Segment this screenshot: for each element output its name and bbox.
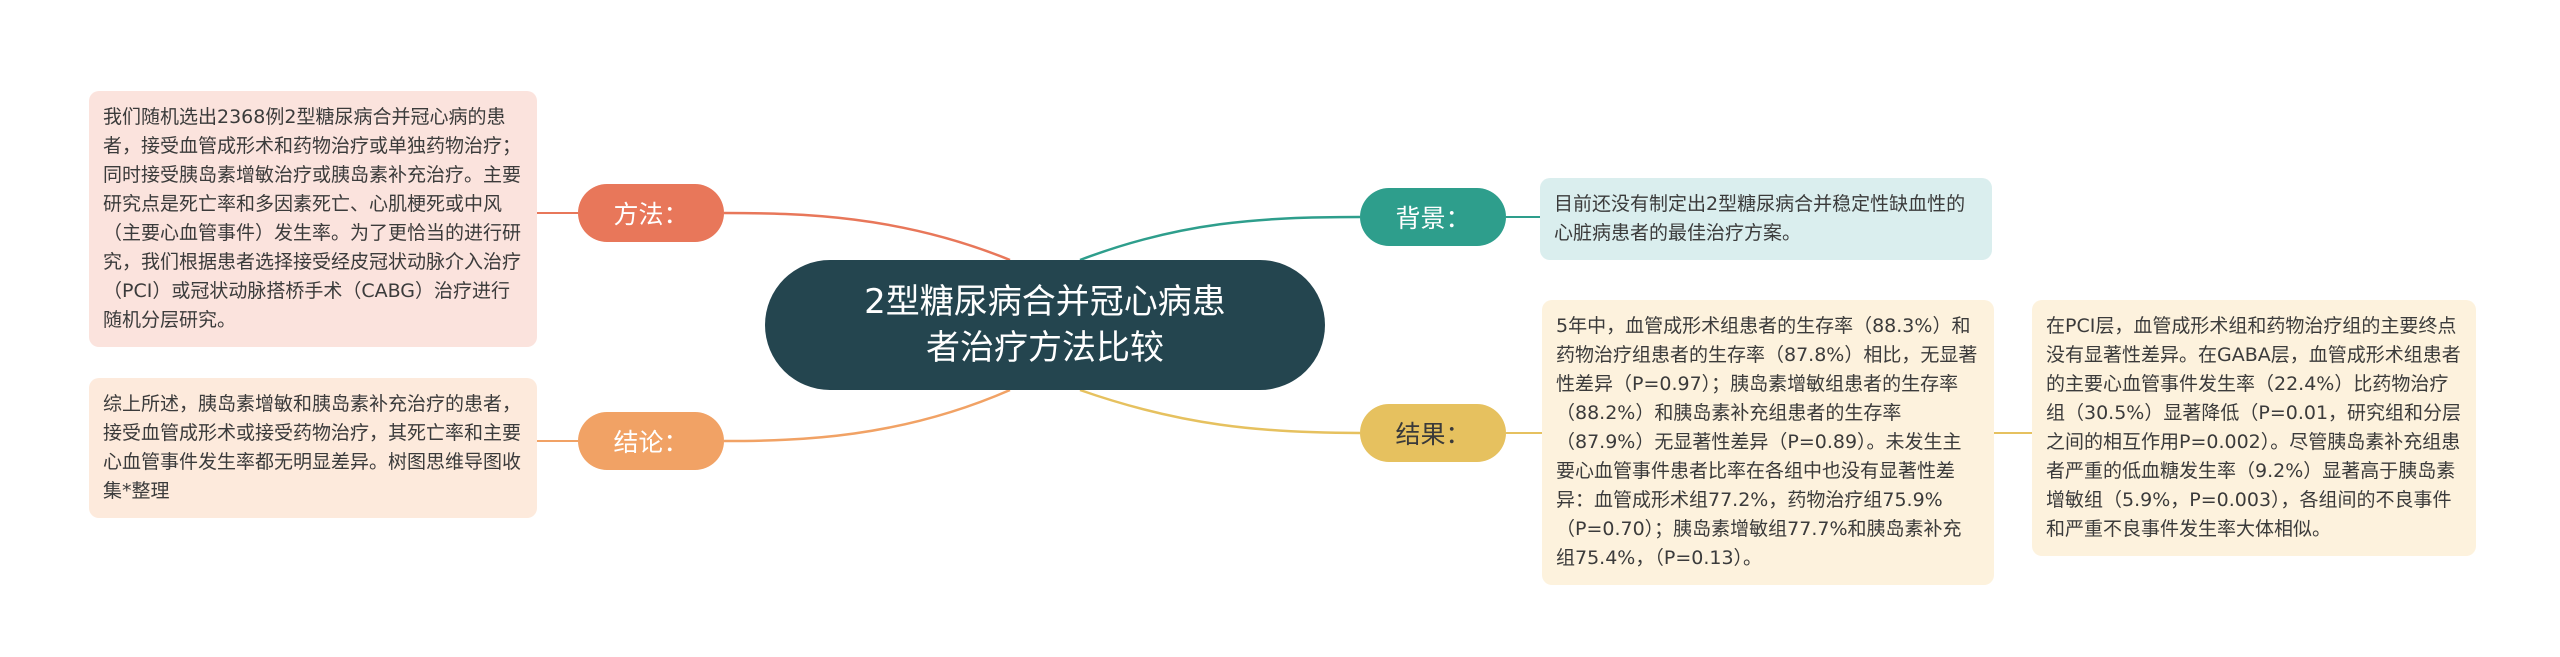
central-topic[interactable]: 2型糖尿病合并冠心病患者治疗方法比较: [765, 260, 1325, 390]
central-topic-title: 2型糖尿病合并冠心病患者治疗方法比较: [864, 282, 1226, 368]
branch-method[interactable]: 方法：: [578, 184, 724, 242]
branch-conclusion[interactable]: 结论：: [578, 412, 724, 470]
method-text: 我们随机选出2368例2型糖尿病合并冠心病的患者，接受血管成形术和药物治疗或单独…: [103, 106, 522, 331]
result-text-box[interactable]: 5年中，血管成形术组患者的生存率（88.3%）和药物治疗组患者的生存率（87.8…: [1542, 300, 1994, 585]
branch-result-label: 结果：: [1395, 420, 1471, 449]
conclusion-text: 综上所述，胰岛素增敏和胰岛素补充治疗的患者，接受血管成形术或接受药物治疗，其死亡…: [103, 393, 522, 502]
connector-result: [1079, 388, 1361, 435]
connector-method: [723, 211, 1011, 262]
connector-background: [1079, 215, 1361, 262]
conclusion-text-box[interactable]: 综上所述，胰岛素增敏和胰岛素补充治疗的患者，接受血管成形术或接受药物治疗，其死亡…: [89, 378, 537, 518]
background-text-box[interactable]: 目前还没有制定出2型糖尿病合并稳定性缺血性的心脏病患者的最佳治疗方案。: [1540, 178, 1992, 260]
background-text: 目前还没有制定出2型糖尿病合并稳定性缺血性的心脏病患者的最佳治疗方案。: [1554, 193, 1966, 244]
result-detail-box[interactable]: 在PCI层，血管成形术组和药物治疗组的主要终点没有显著性差异。在GABA层，血管…: [2032, 300, 2476, 556]
branch-method-label: 方法：: [613, 200, 689, 229]
result-detail-text: 在PCI层，血管成形术组和药物治疗组的主要终点没有显著性差异。在GABA层，血管…: [2046, 315, 2462, 540]
branch-result[interactable]: 结果：: [1360, 404, 1506, 462]
branch-background-label: 背景：: [1395, 204, 1471, 233]
result-text: 5年中，血管成形术组患者的生存率（88.3%）和药物治疗组患者的生存率（87.8…: [1556, 315, 1978, 569]
method-text-box[interactable]: 我们随机选出2368例2型糖尿病合并冠心病的患者，接受血管成形术和药物治疗或单独…: [89, 91, 537, 347]
connector-conclusion: [723, 388, 1011, 443]
branch-conclusion-label: 结论：: [613, 428, 689, 457]
branch-background[interactable]: 背景：: [1360, 188, 1506, 246]
